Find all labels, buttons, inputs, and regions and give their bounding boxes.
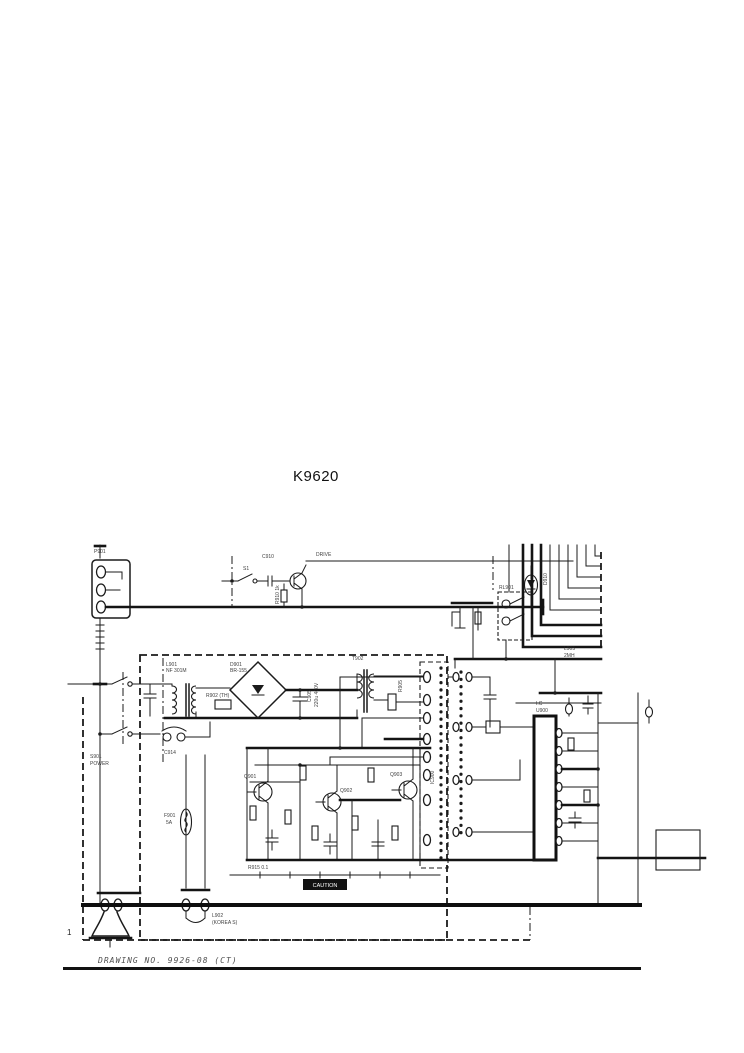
primary-switching-circuit bbox=[229, 746, 558, 879]
controller-ic-pins bbox=[329, 661, 463, 869]
label-f901: F901 bbox=[164, 813, 176, 819]
label-s901: S901 bbox=[90, 754, 102, 760]
label-s1: S1 bbox=[243, 566, 249, 572]
label-nf: NF 301M bbox=[166, 668, 187, 674]
label-q901: Q901 bbox=[244, 774, 256, 780]
line-filter bbox=[155, 683, 359, 720]
label-l905v: 2MH bbox=[564, 653, 575, 659]
regulator-ic bbox=[532, 692, 600, 906]
label-drive: DRIVE bbox=[316, 552, 332, 558]
sheet-number: 1 bbox=[67, 928, 72, 937]
mains-connector bbox=[91, 544, 131, 906]
caution-label: CAUTION bbox=[303, 879, 347, 890]
isolation-dashed-box bbox=[82, 552, 602, 941]
component-labels: P901 S901 POWER C914 L901 NF 301M D901 B… bbox=[90, 549, 575, 926]
caution-text: CAUTION bbox=[313, 883, 338, 889]
label-r915: R915 0.1 bbox=[248, 865, 269, 871]
label-d901: D901 bbox=[230, 662, 242, 668]
page-title: K9620 bbox=[293, 468, 339, 485]
degauss-plug bbox=[88, 891, 142, 948]
label-c910: C910 bbox=[262, 554, 274, 560]
harness-staircase bbox=[453, 543, 603, 704]
label-r902: R902 (TH) bbox=[206, 693, 230, 699]
label-q902: Q902 bbox=[340, 788, 352, 794]
label-power: POWER bbox=[90, 761, 109, 767]
label-r910: R910 1k bbox=[275, 585, 281, 604]
label-ic900: IC900 bbox=[430, 770, 436, 784]
footer-rule bbox=[63, 967, 641, 970]
standby-drive-circuit bbox=[221, 556, 574, 608]
fuse-degauss-feed bbox=[179, 754, 211, 923]
label-l905: L905 bbox=[564, 646, 575, 652]
drawing-number: DRAWING NO. 9926-08 (CT) bbox=[98, 956, 238, 965]
label-ic901n: U900 bbox=[536, 708, 548, 714]
label-br: BR-155 bbox=[230, 668, 247, 674]
label-p901: P901 bbox=[94, 549, 106, 555]
label-c905v: 220u 400V bbox=[314, 682, 320, 707]
label-t902: T902 bbox=[352, 656, 364, 662]
power-switch bbox=[67, 658, 211, 762]
label-f901v: 5A bbox=[166, 820, 173, 826]
label-rl901: RL901 bbox=[499, 585, 514, 591]
junction-dots bbox=[98, 579, 600, 807]
label-c905: C905 bbox=[307, 690, 313, 702]
label-q903: Q903 bbox=[390, 772, 402, 778]
label-l901: L901 bbox=[166, 662, 177, 668]
bridge-rectifier bbox=[214, 660, 359, 720]
label-l902: L902 bbox=[212, 913, 223, 919]
right-edge-section bbox=[596, 692, 707, 906]
label-l902v: (KOREA S) bbox=[212, 920, 238, 926]
label-d910: D910 bbox=[543, 573, 549, 585]
label-ic901: I.C bbox=[536, 701, 543, 707]
label-r905: R905 bbox=[398, 680, 404, 692]
secondary-pins bbox=[447, 671, 535, 838]
label-c914: C914 bbox=[164, 750, 176, 756]
ac-line-wire bbox=[104, 598, 545, 616]
